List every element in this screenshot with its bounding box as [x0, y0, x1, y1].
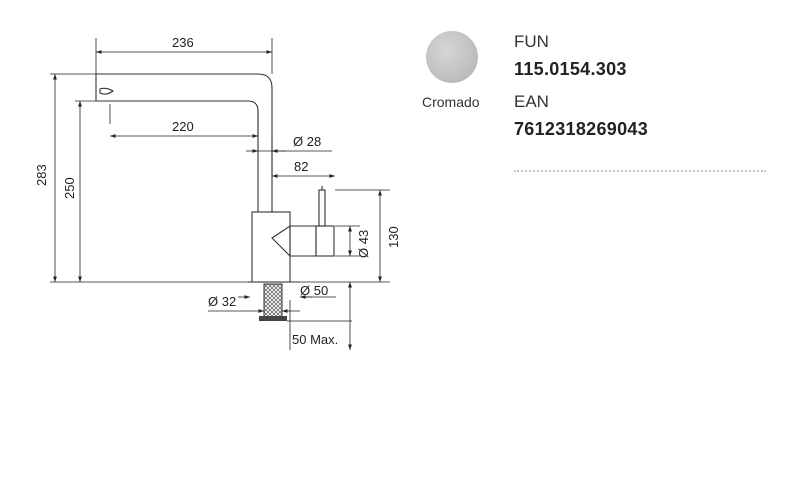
dim-outlet-height: 250: [62, 177, 77, 199]
lever: [318, 189, 326, 227]
product-code: 115.0154.303: [514, 59, 627, 79]
finish-label: Cromado: [422, 94, 480, 110]
dim-base-diameter: Ø 50: [300, 283, 328, 298]
ean-value: 7612318269043: [514, 119, 649, 139]
dim-outlet-reach: 220: [172, 119, 194, 134]
dim-max-thickness: 50 Max.: [292, 332, 338, 347]
faucet-outline: [95, 73, 335, 321]
dim-column-diameter: Ø 28: [293, 134, 321, 149]
dim-spout-reach: 236: [172, 35, 194, 50]
threaded-shank: [263, 283, 283, 319]
dim-lever-offset: 82: [294, 159, 308, 174]
product-name: FUN: [514, 32, 549, 51]
ean-label: EAN: [514, 92, 549, 111]
dim-total-height: 283: [34, 164, 49, 186]
dimension-lines: 236 220 283 250 Ø 28 82 130 Ø 43 Ø 32 Ø …: [34, 35, 401, 350]
spout: [106, 73, 273, 212]
dim-hole-diameter: Ø 32: [208, 294, 236, 309]
dotted-divider: [514, 170, 766, 172]
dim-body-diameter: Ø 43: [356, 230, 371, 258]
finish-color-swatch: [426, 31, 478, 83]
dim-lever-height: 130: [386, 226, 401, 248]
faucet-body: [251, 211, 291, 283]
